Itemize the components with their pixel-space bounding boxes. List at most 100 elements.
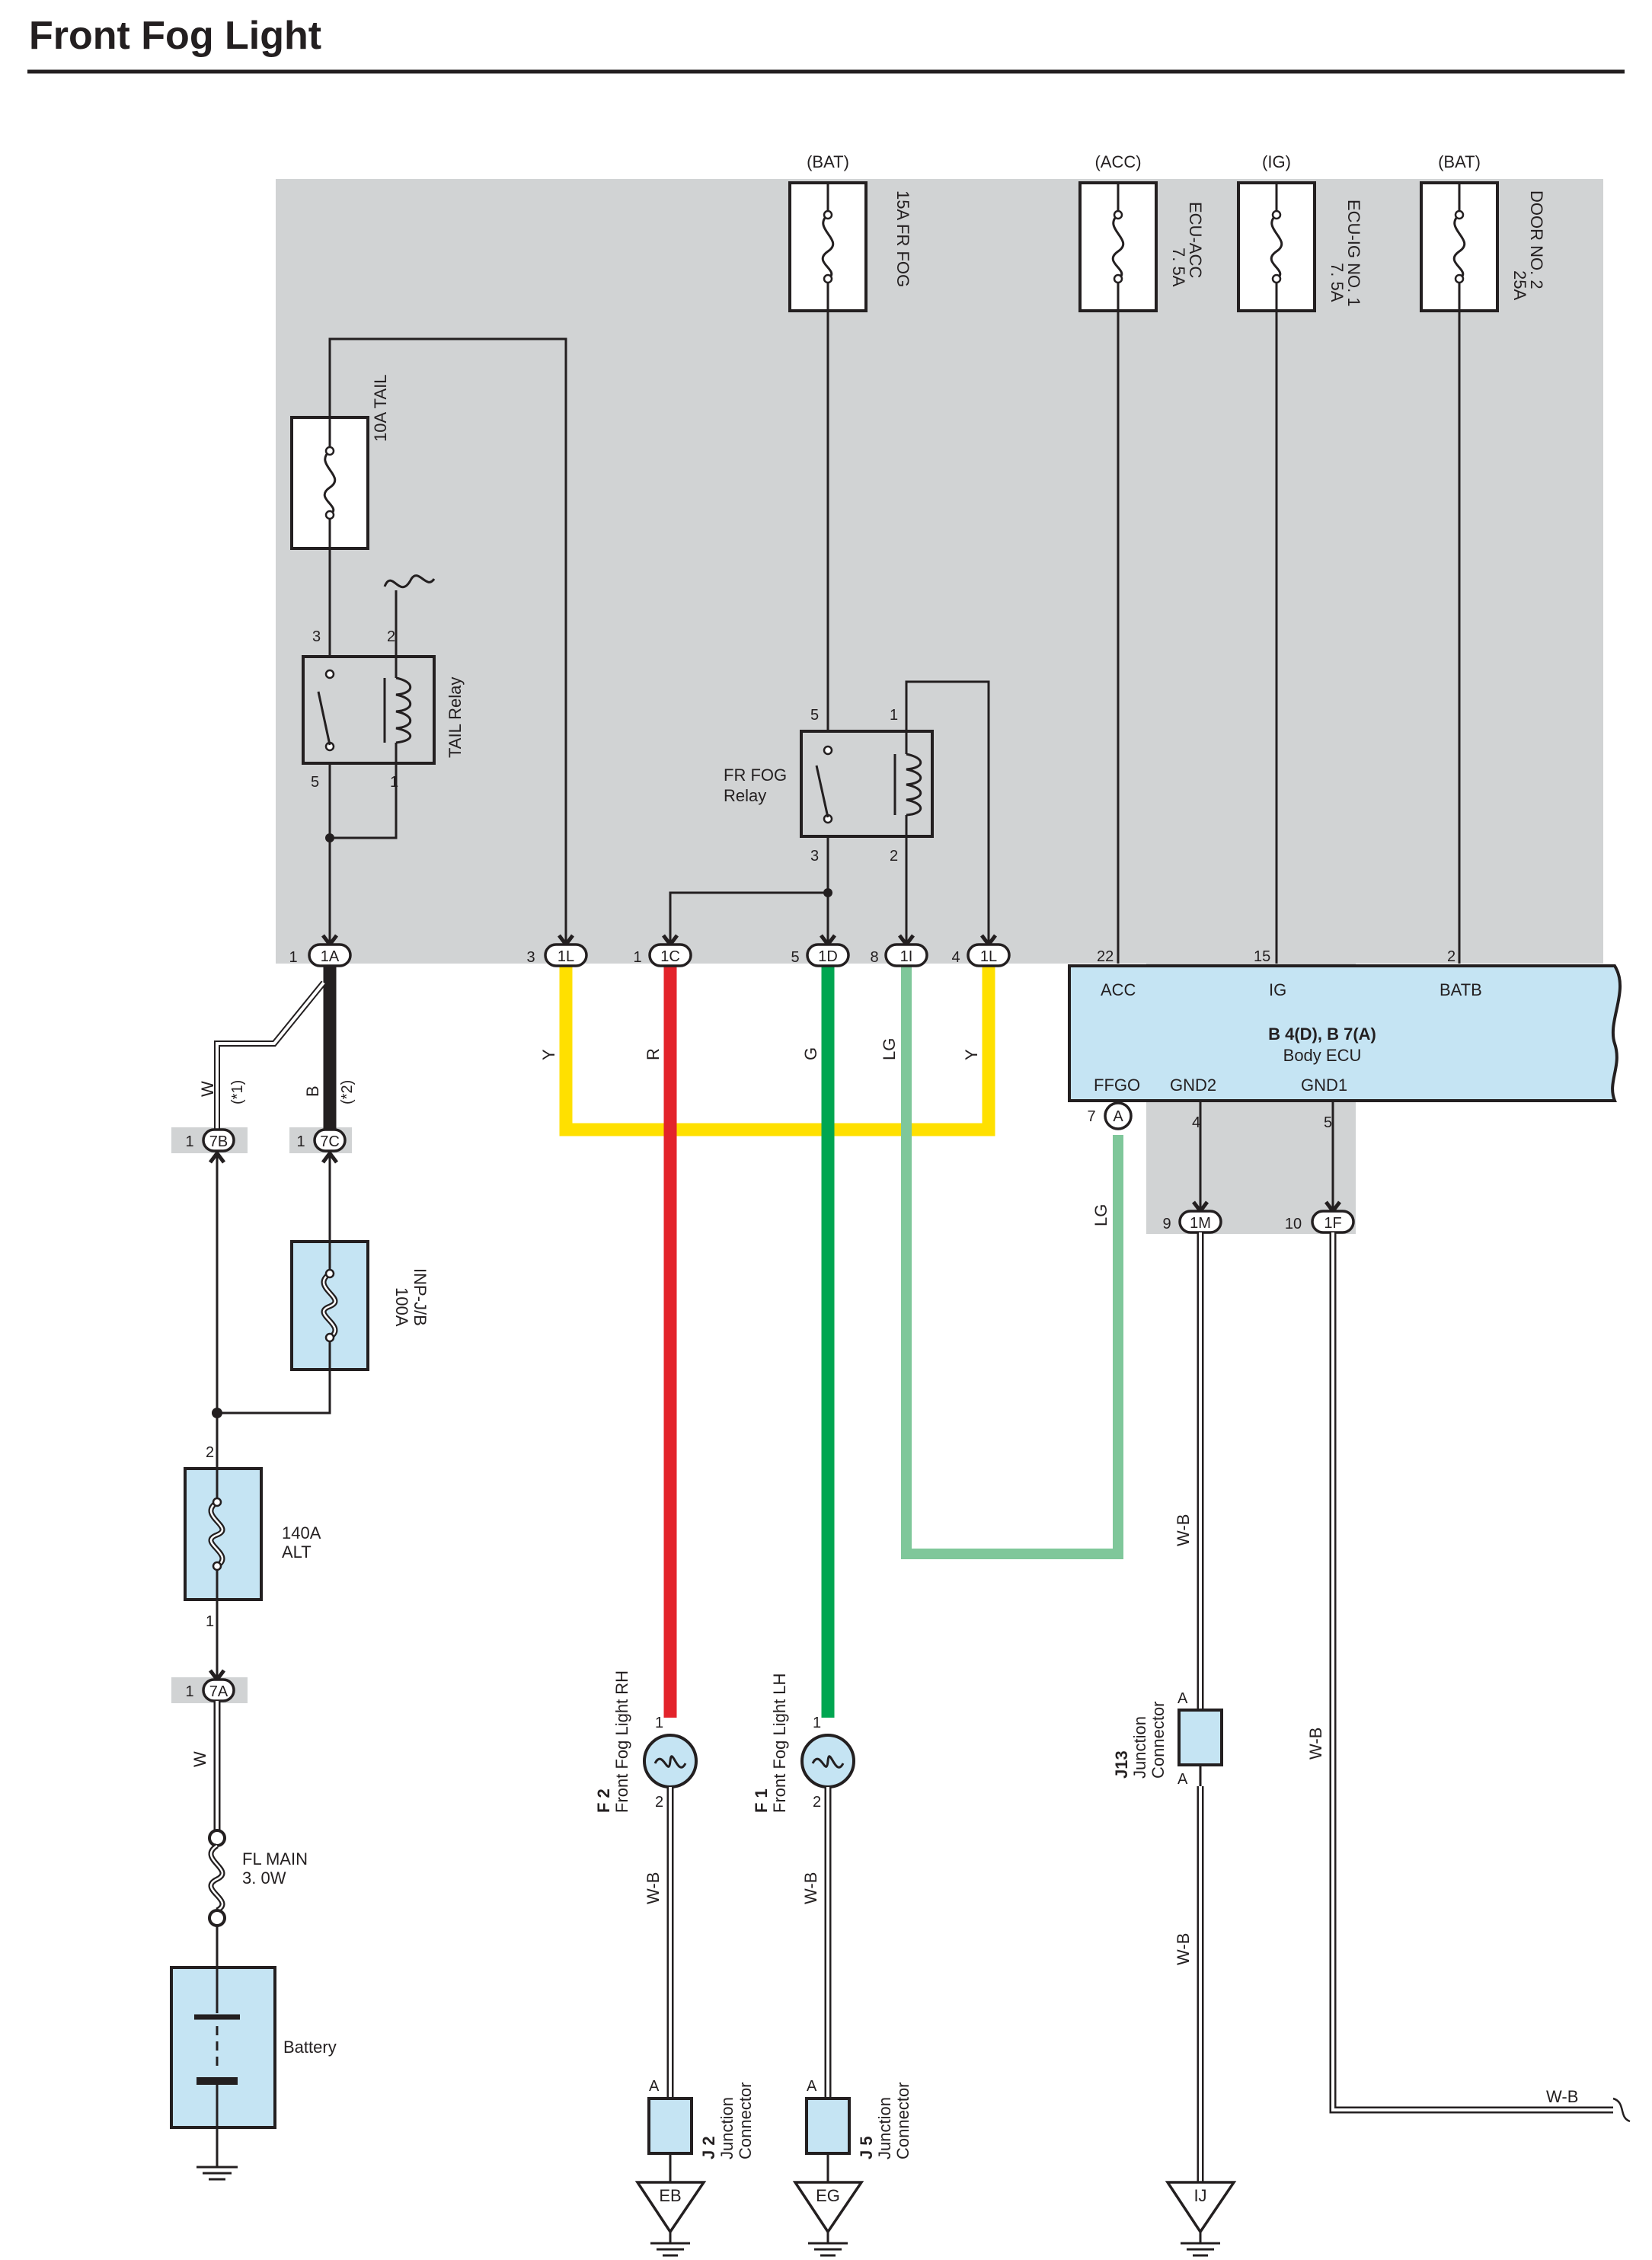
ground-eg-label: EG <box>816 2186 840 2205</box>
svg-text:1C: 1C <box>660 948 680 965</box>
ground-eb-label: EB <box>659 2186 681 2205</box>
alt-pin-1: 1 <box>206 1613 214 1630</box>
svg-text:1L: 1L <box>558 948 574 965</box>
ecu-terminal-ig: IG <box>1269 980 1286 999</box>
connector-a-ffgo: A 7 <box>1087 1101 1133 1130</box>
connector-1i: 1I 8 <box>870 935 928 967</box>
fuse-inp-rating: 100A <box>392 1287 411 1327</box>
tail-relay-pin-5: 5 <box>311 774 319 791</box>
ecu-terminal-gnd1: GND1 <box>1301 1076 1347 1095</box>
wire-label-lg-top: LG <box>880 1038 899 1060</box>
j13-pin-bottom: A <box>1177 1771 1188 1788</box>
fl-main-label: FL MAIN <box>242 1849 308 1868</box>
fog-relay-pin-1: 1 <box>890 707 898 724</box>
ecu-terminal-ffgo: FFGO <box>1094 1076 1140 1095</box>
ground-ij <box>1165 2181 1237 2257</box>
tail-relay-label: TAIL Relay <box>446 677 465 758</box>
j5-junction-label: Junction <box>875 2097 894 2159</box>
fr-fog-source-label: (BAT) <box>807 152 849 171</box>
fuse-door-rating: 25A <box>1510 270 1529 300</box>
wire-wb-gnd1 <box>1329 1232 1631 2123</box>
j13-junction-label: Junction <box>1130 1716 1149 1779</box>
wire-label-y-left: Y <box>539 1049 558 1060</box>
wire-label-lg-ffgo: LG <box>1091 1204 1110 1226</box>
wire-tail-loop <box>328 337 567 945</box>
ecu-pin-gnd2: 4 <box>1192 1114 1200 1131</box>
svg-text:1: 1 <box>296 1133 305 1150</box>
wire-label-wb-f1: W-B <box>801 1872 820 1904</box>
junction-dot-tail <box>325 833 334 842</box>
junction-dot-alt <box>212 1408 222 1418</box>
f1-pin-2: 2 <box>813 1794 821 1811</box>
connector-1l-a: 1L 3 <box>526 935 588 967</box>
f2-pin-1: 1 <box>655 1715 663 1731</box>
tail-relay-pin-2: 2 <box>387 628 395 645</box>
svg-text:1I: 1I <box>900 948 913 965</box>
fuse-inp-jb <box>290 1240 369 1371</box>
fog-relay-pin-2: 2 <box>890 848 898 865</box>
fuse-inp-label: INP-J/B <box>411 1268 430 1326</box>
wire-lightgreen-lg <box>901 966 1123 1559</box>
f1-pin-1: 1 <box>813 1715 821 1731</box>
svg-text:1M: 1M <box>1190 1215 1211 1232</box>
svg-text:1D: 1D <box>818 948 838 965</box>
ecu-terminal-acc: ACC <box>1101 980 1136 999</box>
svg-text:8: 8 <box>870 949 878 966</box>
junction-connector-j2 <box>647 2097 693 2155</box>
fuse-ecu-acc <box>1078 181 1158 312</box>
svg-text:10: 10 <box>1285 1216 1302 1232</box>
wire-label-r: R <box>644 1048 663 1060</box>
ecu-title-codes: B 4(D), B 7(A) <box>1268 1025 1376 1044</box>
wire-yellow-y <box>559 966 995 1136</box>
svg-text:A: A <box>1113 1108 1123 1125</box>
wire-note-1: (*1) <box>229 1080 246 1104</box>
j5-pin: A <box>807 2078 817 2095</box>
fuse-ecu-ig-label: ECU-IG NO. 1 <box>1344 200 1363 307</box>
wire-label-w: W <box>198 1081 217 1097</box>
fuse-fr-fog <box>788 181 868 312</box>
fuse-tail-label: 10A TAIL <box>371 375 390 442</box>
f2-id: F 2 <box>594 1789 613 1813</box>
connector-7b: 7B 1 <box>185 1128 235 1164</box>
j5-id: J 5 <box>857 2136 876 2159</box>
wire-label-wb-gnd1: W-B <box>1306 1728 1325 1760</box>
ecu-ig-source-label: (IG) <box>1262 152 1291 171</box>
wire-label-wb-right: W-B <box>1546 2087 1578 2106</box>
junction-connector-j5 <box>805 2097 851 2155</box>
ground-battery <box>197 2166 238 2181</box>
j13-connector-label: Connector <box>1149 1701 1168 1779</box>
wire-label-y-right: Y <box>962 1049 981 1060</box>
fuse-ecu-acc-label: ECU-ACC <box>1186 202 1205 278</box>
junction-dot-fog <box>823 888 832 897</box>
ecu-pin-batb: 2 <box>1447 948 1455 965</box>
ecu-title-name: Body ECU <box>1283 1046 1362 1065</box>
wire-inp-join <box>217 1370 331 1414</box>
connector-1l-b: 1L 4 <box>951 935 1011 967</box>
svg-text:9: 9 <box>1162 1216 1171 1232</box>
wire-label-g: G <box>801 1047 820 1060</box>
j13-id: J13 <box>1112 1750 1131 1779</box>
lamp-f2-filament-icon <box>653 1755 687 1769</box>
wire-fog-relay-pin1 <box>905 680 990 945</box>
j13-pin-top: A <box>1177 1690 1188 1707</box>
relay-tail <box>302 655 436 765</box>
wire-label-wb-gnd2-top: W-B <box>1174 1514 1193 1546</box>
ground-ij-label: IJ <box>1193 2186 1206 2205</box>
ground-eb <box>634 2181 707 2257</box>
door-source-label: (BAT) <box>1438 152 1481 171</box>
tail-relay-signal-icon <box>383 574 436 589</box>
connector-7a: 7A 1 <box>185 1669 235 1702</box>
svg-text:7B: 7B <box>209 1133 228 1150</box>
connector-1f: 1F 10 <box>1285 1202 1355 1234</box>
svg-text:7A: 7A <box>209 1683 228 1700</box>
svg-text:1L: 1L <box>980 948 997 965</box>
wire-note-2: (*2) <box>339 1080 356 1104</box>
wire-label-b: B <box>303 1085 322 1097</box>
fuse-door-label: DOOR NO. 2 <box>1527 190 1546 289</box>
fuse-fr-fog-label: 15A FR FOG <box>893 190 912 287</box>
body-ecu-box <box>1068 964 1622 1102</box>
f1-id: F 1 <box>752 1789 771 1813</box>
fuse-ecu-ig <box>1237 181 1316 312</box>
ecu-pin-gnd1: 5 <box>1324 1114 1332 1131</box>
